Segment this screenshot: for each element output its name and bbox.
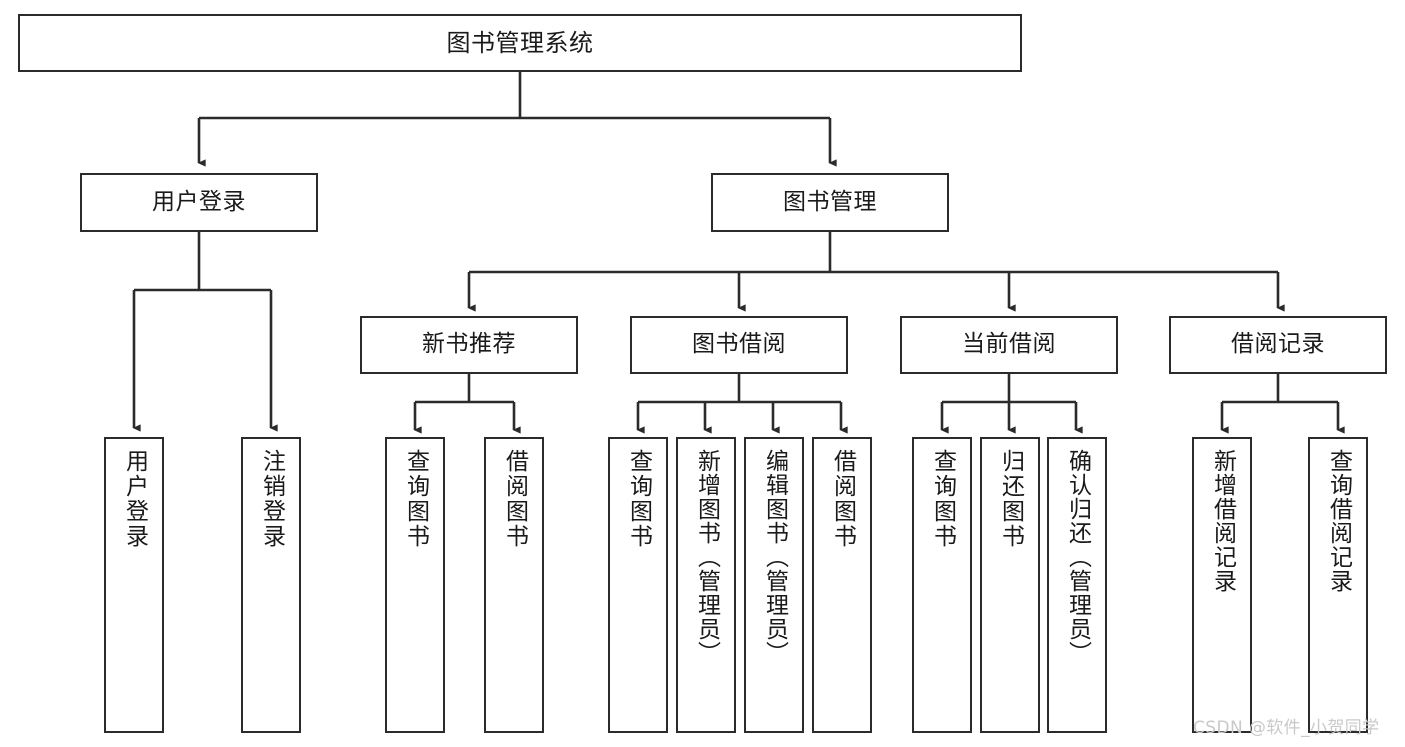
node-label: 新增图书（管理员）: [693, 449, 720, 665]
node-label: 编辑图书（管理员）: [761, 449, 788, 665]
node-label: 图书借阅: [692, 331, 786, 358]
leaf-book-borrow-query[interactable]: 查询图书: [608, 437, 668, 733]
leaf-borrow-record-add[interactable]: 新增借阅记录: [1192, 437, 1252, 733]
node-label: 用户登录: [152, 188, 246, 215]
node-label: 新书推荐: [422, 331, 516, 358]
leaf-current-borrow-query[interactable]: 查询图书: [912, 437, 972, 733]
node-label: 查询图书: [929, 449, 956, 549]
node-label: 注销登录: [258, 449, 285, 549]
node-book-borrow[interactable]: 图书借阅: [630, 316, 848, 374]
csdn-watermark: CSDN @软件_小贺同学: [1193, 718, 1380, 738]
leaf-current-borrow-confirm-return[interactable]: 确认归还（管理员）: [1047, 437, 1107, 733]
node-label: 借阅图书: [829, 449, 856, 549]
leaf-user-login-login[interactable]: 用户登录: [104, 437, 164, 733]
node-current-borrow[interactable]: 当前借阅: [900, 316, 1118, 374]
node-user-login[interactable]: 用户登录: [80, 173, 318, 232]
leaf-book-borrow-borrow[interactable]: 借阅图书: [812, 437, 872, 733]
node-label: 借阅图书: [501, 449, 528, 549]
node-label: 当前借阅: [962, 331, 1056, 358]
node-label: 查询图书: [402, 449, 429, 549]
node-label: 确认归还（管理员）: [1064, 449, 1091, 665]
leaf-book-borrow-add[interactable]: 新增图书（管理员）: [676, 437, 736, 733]
leaf-new-book-borrow[interactable]: 借阅图书: [484, 437, 544, 733]
leaf-current-borrow-return[interactable]: 归还图书: [980, 437, 1040, 733]
node-root-system[interactable]: 图书管理系统: [18, 14, 1022, 72]
node-label: 图书管理系统: [446, 28, 594, 57]
node-label: 归还图书: [997, 449, 1024, 549]
node-label: 新增借阅记录: [1209, 449, 1236, 593]
node-label: 借阅记录: [1231, 331, 1325, 358]
leaf-new-book-query[interactable]: 查询图书: [385, 437, 445, 733]
node-book-management[interactable]: 图书管理: [711, 173, 949, 232]
node-borrow-record[interactable]: 借阅记录: [1169, 316, 1387, 374]
node-label: 查询借阅记录: [1325, 449, 1352, 593]
node-label: 查询图书: [625, 449, 652, 549]
node-new-book-recommend[interactable]: 新书推荐: [360, 316, 578, 374]
node-label: 图书管理: [783, 188, 877, 215]
leaf-book-borrow-edit[interactable]: 编辑图书（管理员）: [744, 437, 804, 733]
node-label: 用户登录: [121, 449, 148, 549]
leaf-user-login-logout[interactable]: 注销登录: [241, 437, 301, 733]
leaf-borrow-record-query[interactable]: 查询借阅记录: [1308, 437, 1368, 733]
